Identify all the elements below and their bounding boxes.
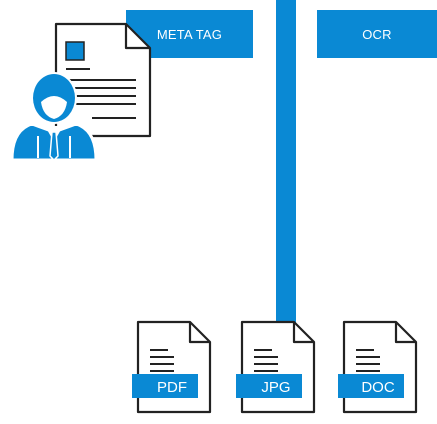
doc-file-label: DOC <box>361 379 395 396</box>
connector-line <box>276 0 296 326</box>
ocr-box: OCR <box>317 10 437 58</box>
doc-file-icon: DOC <box>338 320 418 414</box>
pdf-file-label: PDF <box>157 379 187 396</box>
pdf-file-icon: PDF <box>132 320 212 414</box>
jpg-file-label: JPG <box>261 379 290 396</box>
user-document-icon <box>10 22 152 162</box>
businessman-icon <box>10 72 98 162</box>
jpg-file-icon: JPG <box>236 320 316 414</box>
meta-tag-label: META TAG <box>156 26 223 42</box>
ocr-label: OCR <box>362 26 392 42</box>
document-icon <box>54 22 152 138</box>
